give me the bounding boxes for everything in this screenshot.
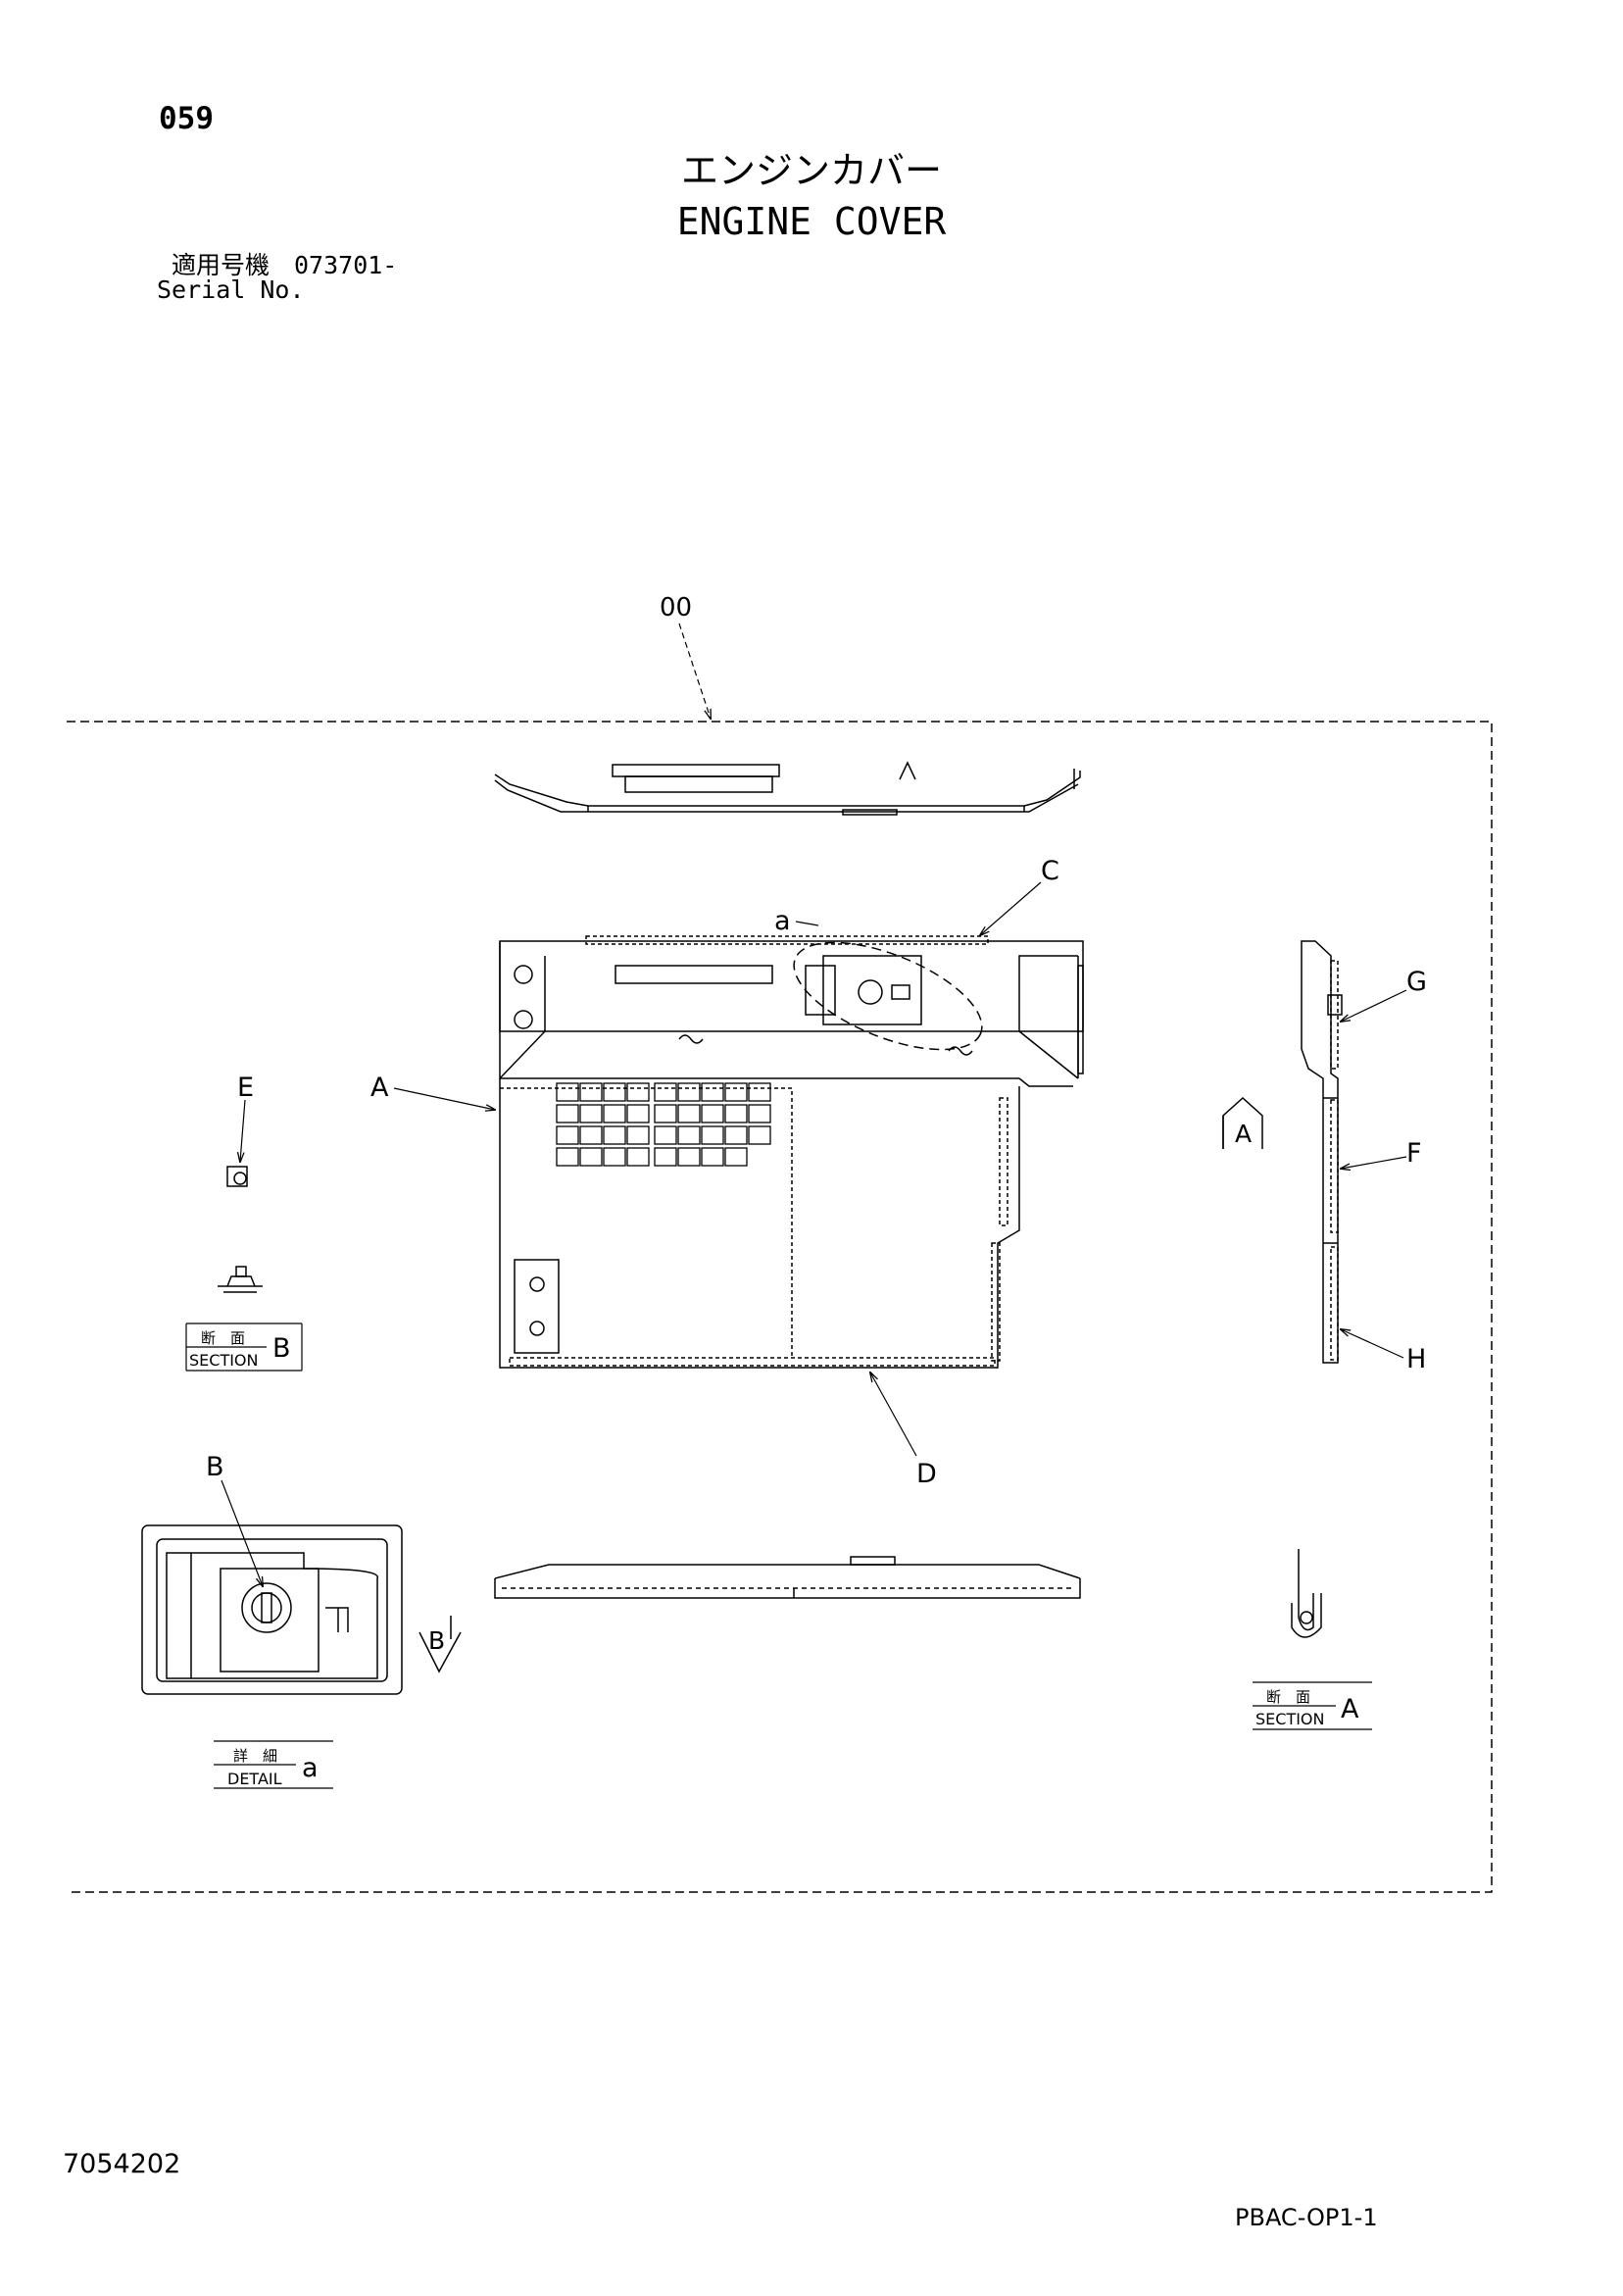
view-arrow-b: [418, 1616, 462, 1673]
leader-f: [1341, 1156, 1407, 1169]
leader-b: [221, 1479, 263, 1586]
section-b-label: 断 面 SECTION B: [185, 1323, 303, 1372]
callout-g: G: [1406, 967, 1427, 997]
leader-h: [1341, 1329, 1404, 1359]
assembly-boundary: [67, 721, 1493, 1893]
page-number: 059: [159, 101, 214, 136]
serial-number-label: Serial No.: [157, 275, 305, 304]
leader-a: [393, 1087, 495, 1110]
detail-a-label: 詳 細 DETAIL a: [214, 1740, 333, 1789]
view-label-b: B: [428, 1626, 445, 1655]
svg-text:断 面: 断 面: [201, 1329, 245, 1347]
callout-e: E: [237, 1073, 254, 1103]
callout-a: A: [370, 1073, 389, 1103]
svg-text:詳 細: 詳 細: [233, 1747, 277, 1765]
plate-code: PBAC-OP1-1: [1235, 2204, 1378, 2231]
callout-b: B: [206, 1452, 224, 1482]
document-code: 7054202: [63, 2149, 181, 2179]
page-title-japanese: エンジンカバー: [680, 149, 942, 192]
svg-text:a: a: [302, 1753, 319, 1783]
svg-text:SECTION: SECTION: [1255, 1710, 1325, 1728]
serial-range-japanese: 適用号機 073701-: [172, 251, 398, 279]
callout-assembly: 00: [660, 593, 692, 623]
top-view: [494, 761, 1081, 816]
page-title-english: ENGINE COVER: [676, 200, 947, 243]
section-b-view: [218, 1166, 263, 1293]
svg-text:A: A: [1341, 1694, 1359, 1724]
svg-text:DETAIL: DETAIL: [227, 1770, 282, 1788]
bottom-view: [494, 1556, 1081, 1599]
section-a-view: [1291, 1549, 1322, 1638]
view-label-a: A: [1235, 1120, 1252, 1148]
detail-a-view: [141, 1524, 403, 1695]
main-cover-view: [499, 935, 1084, 1369]
leader-d: [870, 1373, 917, 1457]
leader-assembly: [678, 623, 711, 719]
leader-c: [980, 881, 1042, 935]
callout-f: F: [1406, 1138, 1422, 1169]
svg-text:SECTION: SECTION: [189, 1351, 259, 1370]
svg-text:断 面: 断 面: [1266, 1688, 1310, 1706]
leader-a-detail: [795, 921, 819, 926]
callout-d: D: [916, 1459, 937, 1489]
svg-text:B: B: [272, 1333, 291, 1364]
view-arrow-a: [1222, 1096, 1263, 1149]
callout-h: H: [1406, 1344, 1426, 1374]
callout-a-detail: a: [774, 906, 791, 936]
leader-e: [240, 1099, 246, 1162]
callout-c: C: [1041, 856, 1059, 886]
leader-g: [1341, 989, 1407, 1022]
section-a-label: 断 面 SECTION A: [1253, 1681, 1372, 1730]
side-section-view: [1301, 940, 1343, 1364]
